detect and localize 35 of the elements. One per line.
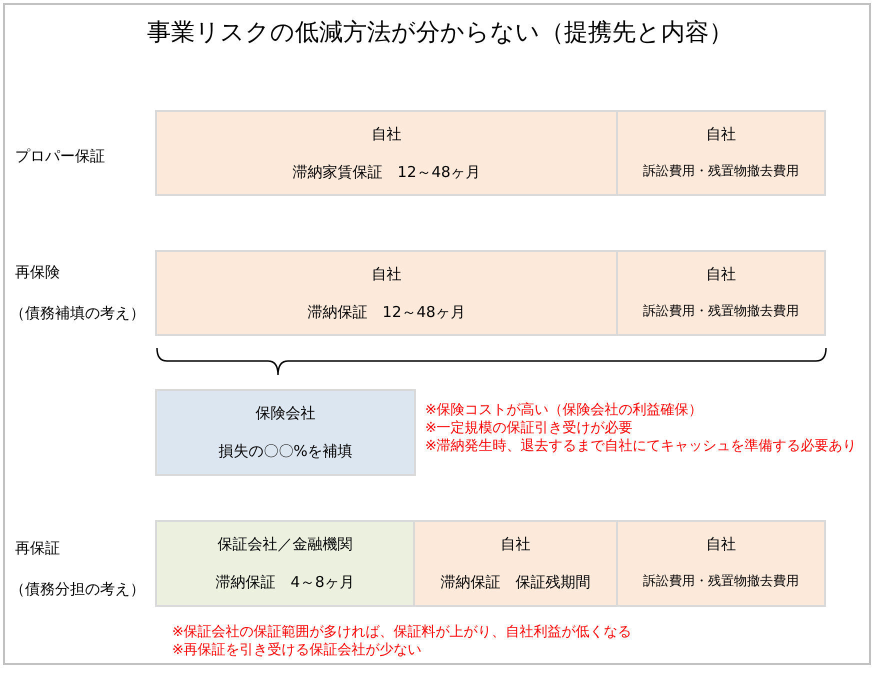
box-text: 滞納保証 4～8ヶ月 (215, 572, 355, 592)
coverage-box (616, 250, 826, 336)
coverage-box (155, 110, 618, 196)
box-text: 損失の〇〇%を補填 (218, 441, 353, 461)
note-text: ※一定規模の保証引き受けが必要 (425, 419, 633, 437)
box-heading: 保険会社 (256, 403, 316, 423)
note-text: ※滞納発生時、退去するまで自社にてキャッシュを準備する必要あり (425, 437, 857, 455)
coverage-box (616, 110, 826, 196)
coverage-box (155, 250, 618, 336)
row-subtitle: （債務補填の考え） (10, 303, 145, 323)
box-heading: 自社 (706, 534, 736, 554)
box-text: 滞納家賃保証 12～48ヶ月 (292, 162, 481, 182)
box-text: 滞納保証 12～48ヶ月 (307, 302, 466, 322)
box-text: 訴訟費用・残置物撤去費用 (643, 163, 799, 181)
box-heading: 自社 (372, 264, 402, 284)
note-text: ※保険コストが高い（保険会社の利益確保） (425, 401, 703, 419)
coverage-box (413, 520, 618, 607)
box-text: 訴訟費用・残置物撤去費用 (643, 573, 799, 591)
row-label: 再保険 (15, 262, 60, 282)
guarantor-box (155, 520, 415, 607)
box-heading: 自社 (706, 264, 736, 284)
note-text: ※再保証を引き受ける保証会社が少ない (172, 641, 422, 659)
box-heading: 自社 (500, 534, 530, 554)
box-text: 訴訟費用・残置物撤去費用 (643, 303, 799, 321)
row-label: 再保証 (15, 538, 60, 558)
row-subtitle: （債務分担の考え） (10, 579, 145, 599)
insurer-box (155, 389, 416, 476)
title: 事業リスクの低減方法が分からない（提携先と内容） (146, 17, 734, 48)
box-text: 滞納保証 保証残期間 (440, 572, 590, 592)
box-heading: 自社 (706, 124, 736, 144)
note-text: ※保証会社の保証範囲が多ければ、保証料が上がり、自社利益が低くなる (172, 623, 632, 641)
coverage-box (616, 520, 826, 607)
row-label: プロパー保証 (15, 146, 105, 166)
box-heading: 自社 (372, 124, 402, 144)
box-heading: 保証会社／金融機関 (218, 534, 352, 554)
